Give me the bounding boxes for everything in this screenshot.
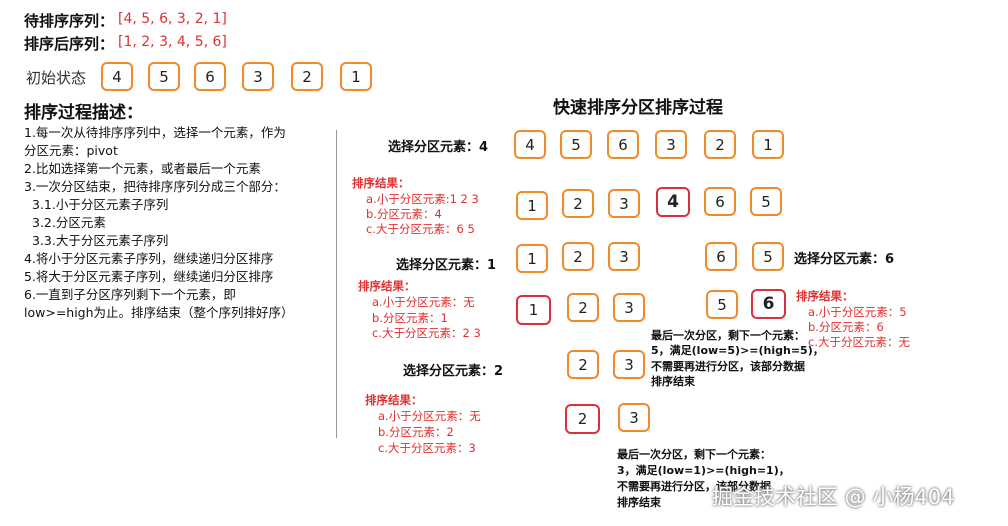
row2-box: 2	[562, 189, 594, 218]
step1-box: 5	[560, 130, 592, 159]
desc-line: 1.每一次从待排序序列中，选择一个元素，作为	[24, 125, 286, 140]
step3-box: 3	[613, 350, 645, 379]
step1-box: 3	[655, 130, 687, 159]
desc-line: 3.3.大于分区元素子序列	[32, 233, 169, 248]
row2-box: 3	[608, 189, 640, 218]
step2-right-box: 5	[752, 242, 784, 271]
initial-box: 2	[291, 62, 323, 91]
desc-line: 3.一次分区结束，把待排序序列分成三个部分：	[24, 179, 286, 194]
desc-line: 3.1.小于分区元素子序列	[32, 197, 169, 212]
row2-pivot-box: 4	[656, 187, 690, 217]
step3-label: 选择分区元素：2	[403, 364, 504, 379]
row2-box: 5	[750, 187, 782, 216]
note2-line: 不需要再进行分区，该部分数据	[617, 480, 771, 493]
step1-box: 4	[514, 130, 546, 159]
unsorted-value: [4, 5, 6, 3, 2, 1]	[118, 11, 227, 27]
result2-left-b: b.分区元素：1	[372, 311, 448, 325]
note2-line: 排序结束	[617, 496, 661, 509]
desc-line: 5.将大于分区元素子序列，继续递归分区排序	[24, 269, 274, 284]
step1-box: 1	[752, 130, 784, 159]
result2-right-title: 排序结果：	[796, 289, 854, 303]
row6-pivot-box: 2	[565, 404, 600, 434]
unsorted-label: 待排序序列：	[24, 12, 115, 30]
result1-b: b.分区元素：4	[366, 207, 442, 221]
result2-right-c: c.大于分区元素：无	[808, 335, 910, 349]
desc-line: 3.2.分区元素	[32, 215, 106, 230]
step2-left-label: 选择分区元素：1	[396, 258, 497, 273]
result2-right-a: a.小于分区元素：5	[808, 305, 907, 319]
note1-line: 不需要再进行分区，该部分数据	[651, 360, 805, 373]
note1-line: 最后一次分区，剩下一个元素：	[651, 329, 805, 342]
sorted-value: [1, 2, 3, 4, 5, 6]	[118, 34, 227, 50]
step2-left-box: 2	[562, 242, 594, 271]
desc-line: 2.比如选择第一个元素，或者最后一个元素	[24, 161, 261, 176]
row2-box: 6	[704, 187, 736, 216]
step1-box: 6	[607, 130, 639, 159]
step2-right-box: 6	[705, 242, 737, 271]
sorted-label: 排序后序列：	[24, 35, 115, 53]
result3-title: 排序结果：	[365, 393, 423, 407]
step2-right-label: 选择分区元素：6	[794, 252, 895, 267]
result2-left-c: c.大于分区元素：2 3	[372, 326, 481, 340]
result3-b: b.分区元素：2	[378, 425, 454, 439]
step2-left-box: 1	[516, 244, 548, 273]
initial-label: 初始状态	[26, 69, 87, 87]
initial-box: 5	[148, 62, 180, 91]
row4-left-box: 3	[613, 293, 645, 322]
step1-label: 选择分区元素：4	[388, 140, 489, 155]
result2-right-b: b.分区元素：6	[808, 320, 884, 334]
row4-pivot-box: 6	[751, 289, 786, 319]
result2-left-a: a.小于分区元素：无	[372, 295, 475, 309]
note1-line: 排序结束	[651, 375, 695, 388]
row4-right-box: 5	[706, 290, 738, 319]
result2-left-title: 排序结果：	[358, 279, 416, 293]
divider	[336, 130, 337, 438]
result1-c: c.大于分区元素：6 5	[366, 222, 475, 236]
initial-box: 1	[340, 62, 372, 91]
desc-line: 分区元素：pivot	[24, 143, 118, 158]
desc-line: low>=high为止。排序结束（整个序列排好序）	[24, 305, 294, 320]
result3-a: a.小于分区元素：无	[378, 409, 481, 423]
row2-box: 1	[516, 191, 548, 220]
diagram-title: 快速排序分区排序过程	[553, 98, 723, 118]
row4-pivot-box: 1	[516, 295, 551, 325]
row6-box: 3	[618, 403, 650, 432]
step1-box: 2	[704, 130, 736, 159]
step3-box: 2	[567, 350, 599, 379]
initial-box: 6	[194, 62, 226, 91]
note2-line: 最后一次分区，剩下一个元素：	[617, 448, 771, 461]
note1-line: 5，满足(low=5)>=(high=5)，	[651, 344, 824, 357]
note2-line: 3，满足(low=1)>=(high=1)，	[617, 464, 790, 477]
result3-c: c.大于分区元素：3	[378, 441, 476, 455]
desc-line: 6.一直到子分区序列剩下一个元素，即	[24, 287, 236, 302]
initial-box: 3	[242, 62, 274, 91]
step2-left-box: 3	[608, 242, 640, 271]
initial-box: 4	[101, 62, 133, 91]
row4-left-box: 2	[567, 293, 599, 322]
desc-title: 排序过程描述：	[24, 103, 143, 123]
desc-line: 4.将小于分区元素子序列，继续递归分区排序	[24, 251, 274, 266]
result1-a: a.小于分区元素:1 2 3	[366, 192, 479, 206]
result1-title: 排序结果：	[352, 176, 410, 190]
watermark: 掘金技术社区 @ 小杨404	[712, 485, 955, 509]
